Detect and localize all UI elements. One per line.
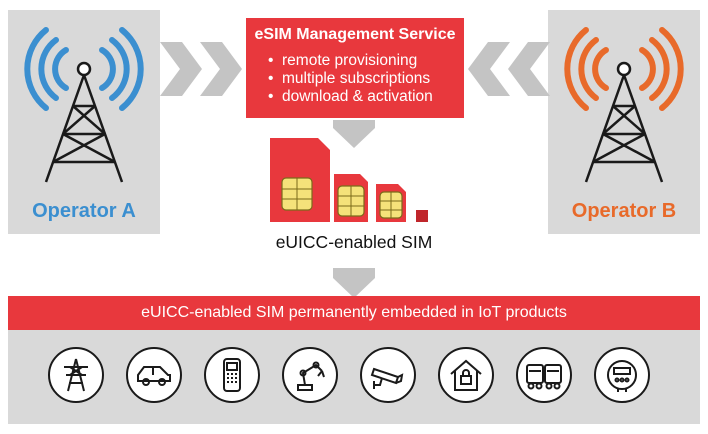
chevron-left-arrows bbox=[468, 42, 550, 96]
embedded-sim-banner: eUICC-enabled SIM permanently embedded i… bbox=[8, 296, 700, 330]
service-feature-list: remote provisioning multiple subscriptio… bbox=[246, 52, 464, 106]
cell-tower-icon bbox=[564, 27, 684, 183]
cell-tower-icon bbox=[24, 27, 144, 183]
sim-cards-icon bbox=[270, 138, 428, 222]
chevron-right-arrows bbox=[160, 42, 242, 96]
feature-item: multiple subscriptions bbox=[268, 70, 464, 88]
feature-item: download & activation bbox=[268, 88, 464, 106]
feature-item: remote provisioning bbox=[268, 52, 464, 70]
robot-arm-icon bbox=[282, 347, 338, 403]
operator-a-label: Operator A bbox=[32, 200, 136, 222]
down-arrow-icon bbox=[333, 268, 375, 298]
smart-meter-icon bbox=[594, 347, 650, 403]
car-icon bbox=[126, 347, 182, 403]
operator-b-label: Operator B bbox=[571, 200, 677, 222]
sim-caption: eUICC-enabled SIM bbox=[275, 232, 433, 252]
security-camera-icon bbox=[360, 347, 416, 403]
truck-fleet-icon bbox=[516, 347, 572, 403]
esim-service-box: eSIM Management Service remote provision… bbox=[246, 18, 464, 118]
smart-home-icon bbox=[438, 347, 494, 403]
operator-a-panel: Operator A bbox=[8, 10, 160, 234]
operator-b-panel: Operator B bbox=[548, 10, 700, 234]
payment-terminal-icon bbox=[204, 347, 260, 403]
down-arrow-icon bbox=[333, 120, 375, 148]
service-title: eSIM Management Service bbox=[254, 26, 456, 43]
power-pylon-icon bbox=[48, 347, 104, 403]
